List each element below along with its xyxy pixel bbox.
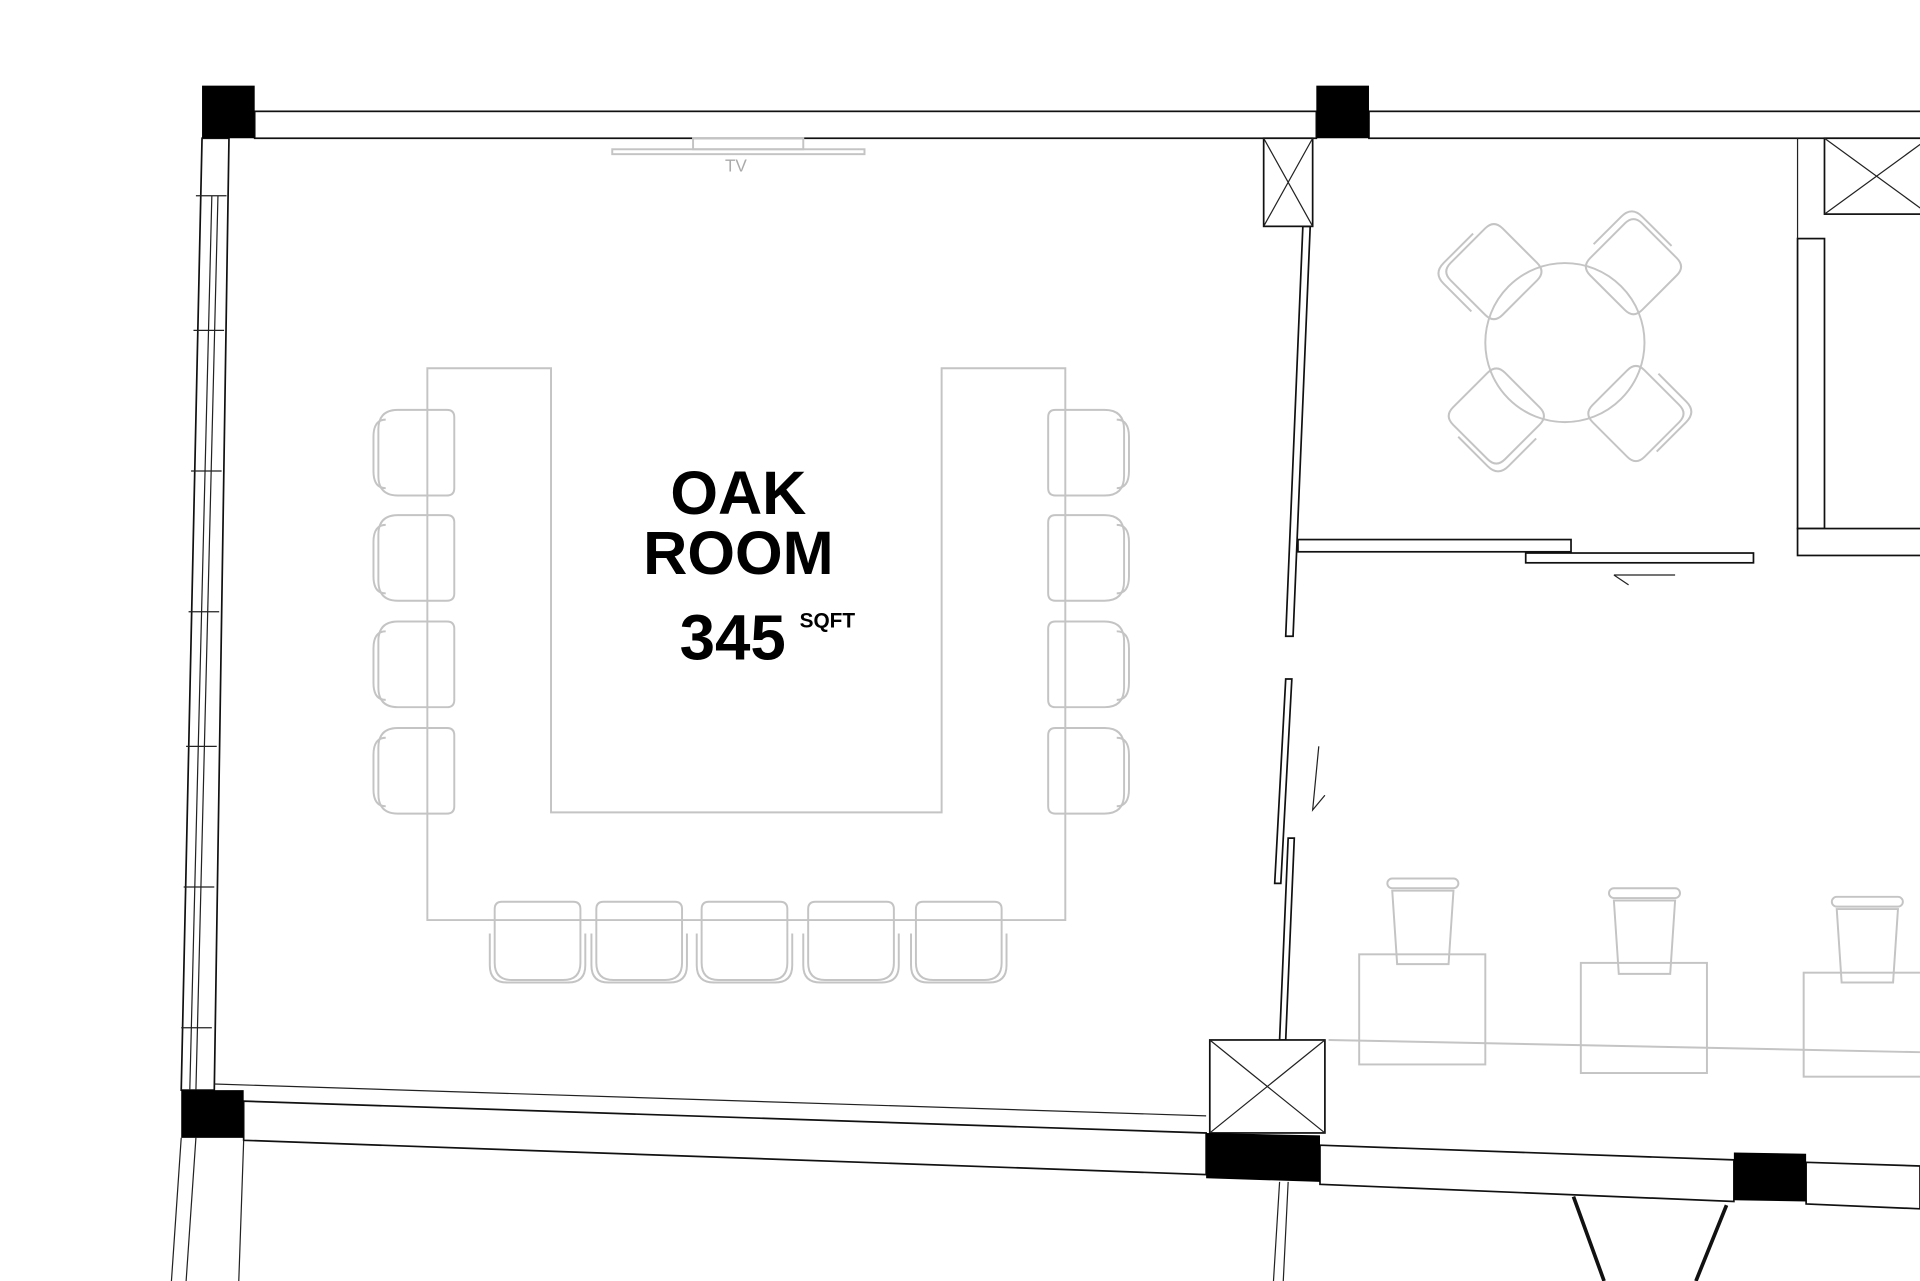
chair (1047, 620, 1130, 709)
workstations (1328, 877, 1920, 1078)
room-label: OAK ROOM 345 SQFT (643, 459, 855, 674)
room-name-line1: OAK (670, 459, 806, 527)
chair (1047, 408, 1130, 497)
room-name-line2: ROOM (643, 519, 833, 587)
round-table-set (1432, 205, 1698, 478)
interior-partitions (1208, 137, 1755, 1134)
chair (802, 900, 900, 984)
tv-fixture: TV (611, 137, 866, 175)
tv-label: TV (725, 155, 747, 175)
desk (1802, 971, 1920, 1078)
exterior-walls (170, 110, 1920, 1281)
room-area: 345 (680, 602, 786, 673)
chair (695, 900, 794, 984)
u-shaped-conference-table (426, 367, 1067, 922)
chair (1439, 363, 1555, 478)
chair (1047, 514, 1130, 602)
structural-columns (181, 85, 1807, 1202)
desk (1358, 953, 1487, 1066)
chair (372, 408, 456, 497)
desk (1579, 961, 1708, 1074)
chair (372, 514, 456, 602)
chair (372, 620, 456, 709)
desk-chair (1386, 877, 1460, 966)
round-table (1484, 262, 1646, 424)
room-area-unit: SQFT (800, 610, 856, 633)
chair (590, 900, 688, 984)
chair (1047, 727, 1130, 815)
chair (910, 900, 1008, 984)
chair (488, 900, 587, 984)
desk-chair (1830, 895, 1904, 984)
chair (372, 727, 456, 815)
desk-chair (1608, 887, 1681, 975)
